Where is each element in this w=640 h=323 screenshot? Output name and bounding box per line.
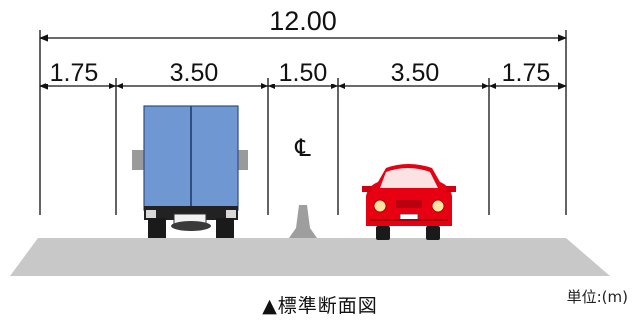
segment-label-2: 3.50 — [170, 59, 219, 87]
segment-label-1: 1.75 — [50, 59, 99, 87]
road-surface — [10, 238, 610, 276]
centerline-symbol: ℄ — [294, 134, 311, 162]
diagram-caption: ▲標準断面図 — [262, 295, 378, 317]
center-divider-post — [289, 205, 317, 238]
segment-label-5: 1.75 — [502, 59, 551, 87]
car-front-view — [362, 164, 456, 240]
truck-rear-view — [132, 105, 248, 238]
segment-label-4: 3.50 — [391, 59, 440, 87]
total-width-label: 12.00 — [269, 6, 337, 36]
segment-label-3: 1.50 — [279, 59, 328, 87]
unit-label: 単位:(m) — [566, 288, 628, 306]
